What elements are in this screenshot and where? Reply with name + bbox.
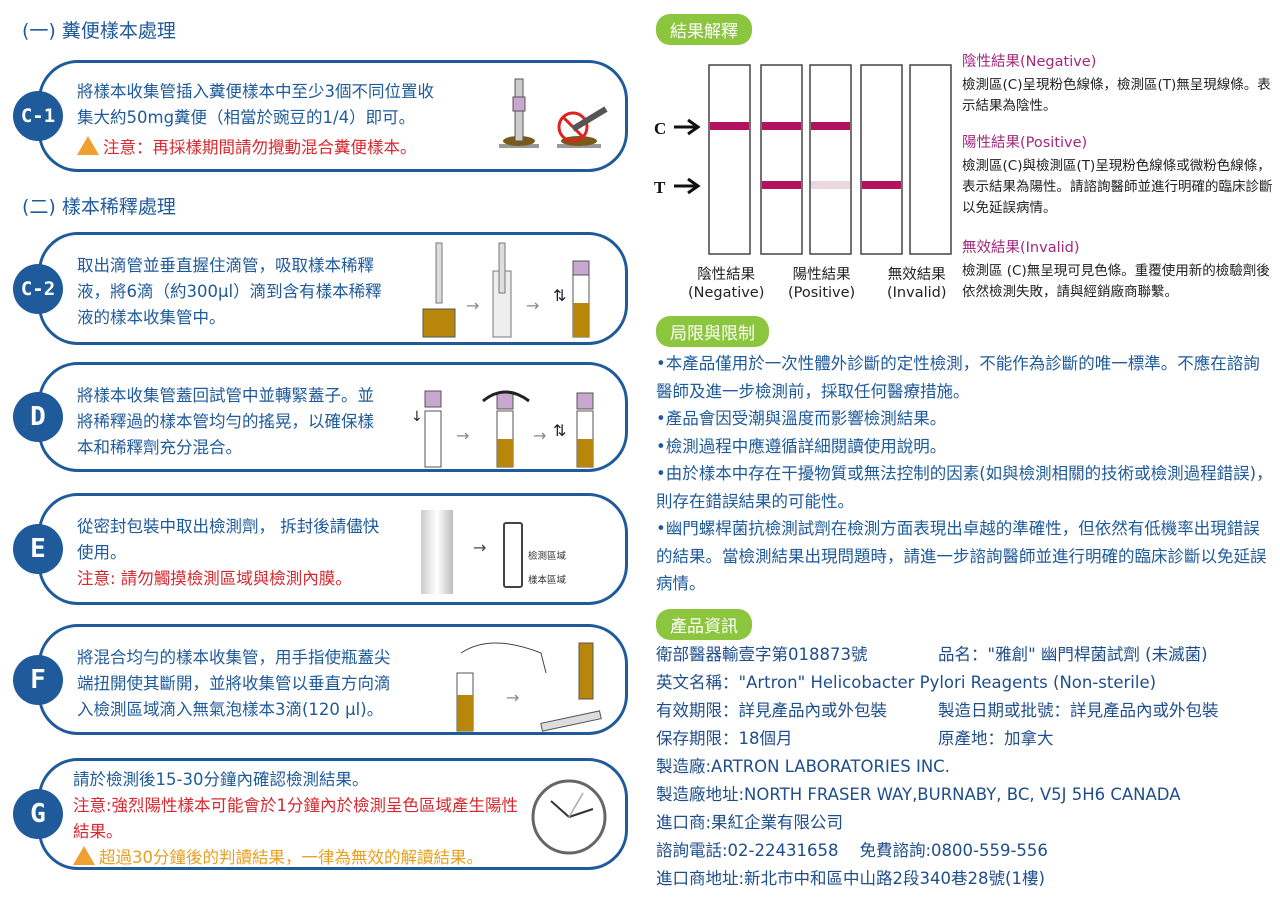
warning-text: 注意: 請勿觸摸檢測區域與檢測內膜。 (77, 569, 352, 588)
step-badge: C-1 (13, 91, 63, 141)
step-badge: E (13, 524, 63, 574)
test-strip (809, 64, 852, 255)
positive-description: 陽性結果(Positive)檢測區(C)與檢測區(T)呈現粉色線條或微粉色線條，… (962, 135, 1273, 216)
product-info: 衛部醫器輸壹字第018873號 品名："雅創" 幽門桿菌試劑 (未滅菌) 英文名稱… (656, 641, 1276, 893)
svg-text:→: → (456, 426, 469, 445)
c-marker: C (654, 119, 666, 138)
test-line (862, 181, 901, 189)
test-line (762, 181, 801, 189)
english-name: 英文名稱："Artron" Helicobacter Pylori Reagen… (656, 673, 1157, 692)
step-text: 將樣本收集管蓋回試管中並轉緊蓋子。並 (77, 386, 374, 405)
limitation-item: •檢測過程中應遵循詳細閱讀使用說明。 (656, 436, 947, 456)
test-strip (708, 64, 751, 255)
step-c2: C-2 取出滴管並垂直握住滴管，吸取樣本稀釋 液，將6滴（約300µl）滴到含有… (13, 232, 628, 345)
step-badge: F (13, 654, 63, 705)
step-f: F 將混合均勻的樣本收集管，用手指使瓶蓋尖 端扭開使其斷開，並將收集管以垂直方向… (13, 624, 628, 735)
result-strips-diagram: C T (654, 64, 952, 255)
dilution-illustration: → → ⇅ (422, 242, 590, 338)
test-line (811, 181, 850, 189)
shelf-life: 保存期限：18個月 (656, 729, 793, 748)
step-badge: G (13, 789, 63, 839)
manufacturer: 製造廠:ARTRON LABORATORIES INC. (656, 757, 950, 776)
control-line (811, 122, 850, 130)
step-text: 液，將6滴（約300µl）滴到含有樣本稀釋 (77, 282, 382, 301)
clock-icon (531, 779, 607, 855)
svg-text:→: → (466, 296, 479, 315)
t-marker: T (654, 178, 666, 197)
step-text: 液的樣本收集管中。 (77, 308, 226, 327)
control-line (710, 122, 749, 130)
strip-label-invalid: 無效結果(Invalid) (887, 267, 947, 301)
svg-text:→: → (526, 296, 539, 315)
step-g: G 請於檢測後15-30分鐘內確認檢測結果。 注意:強烈陽性樣本可能會於1分鐘內… (13, 758, 628, 870)
svg-text:→: → (533, 426, 546, 445)
step-text: 取出滴管並垂直握住滴管，吸取樣本稀釋 (77, 256, 374, 275)
free-hotline: 免費諮詢:0800-559-556 (859, 841, 1048, 860)
test-strip (909, 64, 952, 255)
svg-text:⇅: ⇅ (553, 286, 566, 305)
sampling-illustration (499, 78, 608, 148)
detection-area-label: 檢測區域 (528, 551, 567, 562)
svg-text:↓: ↓ (411, 409, 423, 425)
step-badge: C-2 (13, 263, 63, 314)
step-e: E 從密封包裝中取出檢測劑， 拆封後請儘快 使用。 注意: 請勿觸摸檢測區域與檢… (13, 493, 628, 605)
step-c1: C-1 將樣本收集管插入糞便樣本中至少3個不同位置收 集大約50mg糞便（相當於… (13, 60, 628, 172)
step-text: 集大約50mg糞便（相當於豌豆的1/4）即可。 (77, 108, 416, 127)
importer-address: 進口商地址:新北市中和區中山路2段340巷28號(1樓) (656, 869, 1045, 888)
step-text: 入檢測區域滴入無氣泡樣本3滴(120 µl)。 (77, 700, 384, 719)
step-text: 將樣本收集管插入糞便樣本中至少3個不同位置收 (77, 82, 434, 101)
step-text: 使用。 (77, 543, 127, 562)
sample-area-label: 樣本區域 (528, 575, 567, 586)
step-text: 請於檢測後15-30分鐘內確認檢測結果。 (73, 770, 369, 789)
mfg-date: 製造日期或批號：詳見產品內或外包裝 (938, 701, 1219, 720)
c-arrow-icon (674, 118, 701, 136)
step-badge: D (13, 392, 63, 442)
limitation-item: •產品會因受潮與溫度而影響檢測結果。 (656, 409, 947, 428)
warning-icon (77, 136, 99, 155)
step-d: D 將樣本收集管蓋回試管中並轉緊蓋子。並 將稀釋過的樣本管均勻的搖晃，以確保樣 … (13, 362, 628, 472)
importer: 進口商:果紅企業有限公司 (656, 813, 844, 832)
warning-text: 注意:強烈陽性樣本可能會於1分鐘內於檢測呈色區域產生陽性結果。 (73, 796, 519, 841)
test-strip (760, 64, 803, 255)
limitation-item: •本產品僅用於一次性體外診斷的定性檢測，不能作為診斷的唯一標準。不應在諮詢醫師及… (656, 354, 1260, 401)
step-text: 將混合均勻的樣本收集管，用手指使瓶蓋尖 (77, 648, 391, 667)
strip-label-positive: 陽性結果(Positive) (788, 267, 856, 301)
mixing-illustration: ↓ → → ⇅ (411, 390, 594, 468)
caution-text: 超過30分鐘後的判讀結果，一律為無效的解讀結果。 (99, 848, 483, 867)
test-cassette-illustration: → 檢測區域 樣本區域 (421, 502, 611, 600)
license-number: 衛部醫器輸壹字第018873號 (656, 645, 868, 664)
step-text: 端扭開使其斷開，並將收集管以垂直方向滴 (77, 674, 391, 693)
t-arrow-icon (674, 177, 701, 195)
limitation-item: •由於樣本中存在干擾物質或無法控制的因素(如與檢測相關的技術或檢測過程錯誤)，則… (656, 464, 1273, 511)
strip-label-negative: 陰性結果(Negative) (688, 267, 765, 301)
section-heading-dilution: (二) 樣本稀釋處理 (22, 196, 176, 218)
negative-description: 陰性結果(Negative)檢測區(C)呈現粉色線條，檢測區(T)無呈現線條。表… (962, 54, 1271, 114)
product-info-title: 產品資訊 (656, 609, 752, 640)
svg-text:⇅: ⇅ (553, 421, 566, 440)
limitations-title: 局限與限制 (656, 316, 769, 347)
svg-text:→: → (506, 688, 519, 707)
results-title: 結果解釋 (656, 14, 752, 45)
origin: 原產地：加拿大 (938, 729, 1054, 748)
section-heading-stool: (一) 糞便樣本處理 (22, 20, 176, 42)
limitations-list: •本產品僅用於一次性體外診斷的定性檢測，不能作為診斷的唯一標準。不應在諮詢醫師及… (656, 350, 1276, 598)
step-text: 本和稀釋劑充分混合。 (77, 438, 242, 457)
step-text: 將稀釋過的樣本管均勻的搖晃，以確保樣 (77, 412, 374, 431)
expiry: 有效期限：詳見產品內或外包裝 (656, 701, 887, 720)
limitation-item: •幽門螺桿菌抗檢測試劑在檢測方面表現出卓越的準確性，但依然有低機率出現錯誤的結果… (656, 519, 1267, 593)
phone: 諮詢電話:02-22431658 (656, 841, 839, 860)
manufacturer-address: 製造廠地址:NORTH FRASER WAY,BURNABY, BC, V5J … (656, 785, 1181, 804)
dropping-illustration: → (456, 642, 602, 732)
test-strip (860, 64, 903, 255)
warning-icon (73, 846, 95, 865)
step-text: 從密封包裝中取出檢測劑， 拆封後請儘快 (77, 517, 380, 536)
product-name: 品名："雅創" 幽門桿菌試劑 (未滅菌) (938, 645, 1208, 664)
invalid-description: 無效結果(Invalid)檢測區 (C)無呈現可見色條。重覆使用新的檢驗劑後依然… (962, 240, 1270, 300)
control-line (762, 122, 801, 130)
warning-text: 注意：再採樣期間請勿攪動混合糞便樣本。 (103, 138, 417, 157)
